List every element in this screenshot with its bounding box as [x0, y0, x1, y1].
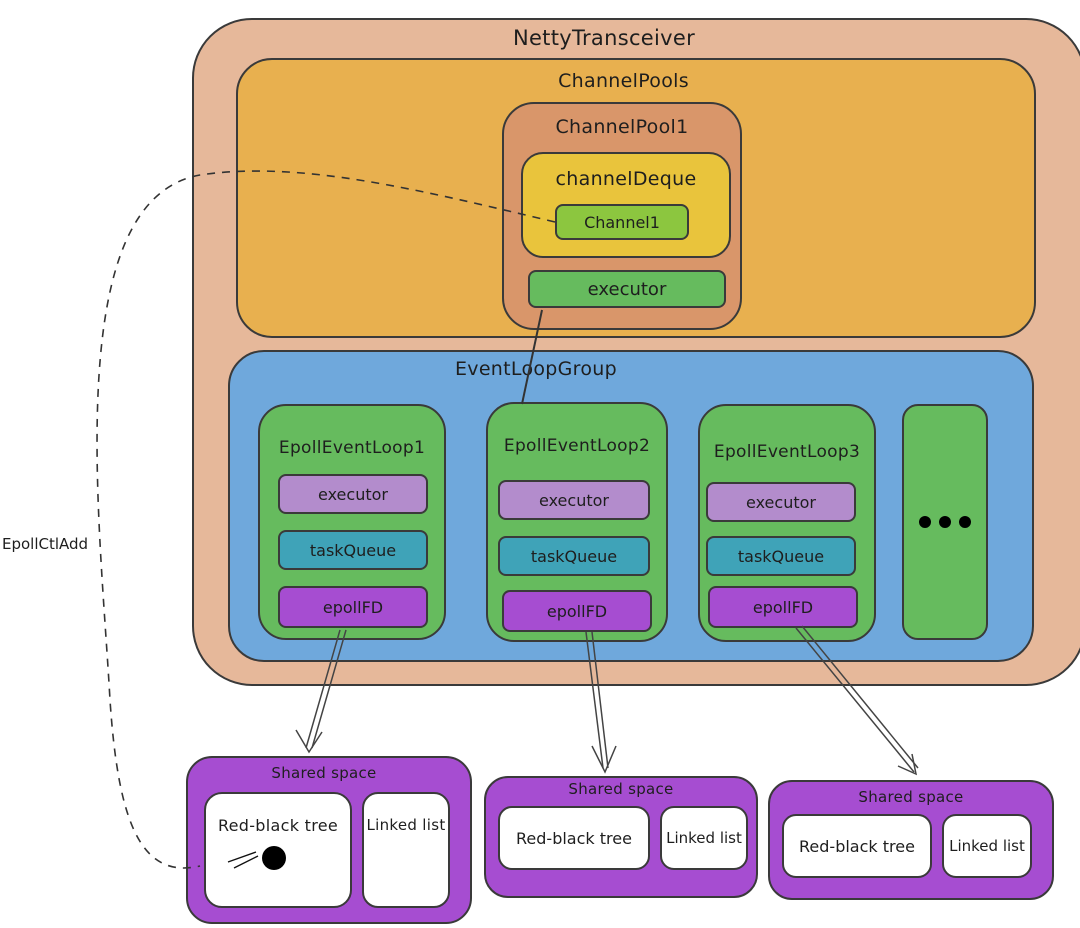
- loop-1-task-queue: taskQueue: [278, 530, 428, 570]
- loop-1-executor-label: executor: [318, 484, 388, 504]
- epoll-ctl-add-label: EpollCtlAdd: [2, 535, 89, 553]
- loop-2-epoll-fd-label: epollFD: [546, 601, 608, 621]
- epoll-event-loop-1-label: EpollEventLoop1: [278, 438, 426, 458]
- shared-space-2-list-label: Linked list: [666, 829, 742, 847]
- loop-3-executor-label: executor: [746, 492, 816, 512]
- shared-space-3-tree: Red-black tree: [782, 814, 932, 878]
- loop-1-epoll-fd-label: epollFD: [322, 597, 384, 617]
- loop-1-epoll-fd: epollFD: [278, 586, 428, 628]
- shared-space-2-tree: Red-black tree: [498, 806, 650, 870]
- shared-space-2-tree-label: Red-black tree: [516, 828, 632, 848]
- shared-space-2-label: Shared space: [568, 780, 674, 798]
- shared-space-3-list: Linked list: [942, 814, 1032, 878]
- channel-1-label: Channel1: [584, 212, 660, 232]
- loop-3-epoll-fd-label: epollFD: [752, 597, 814, 617]
- loop-3-epoll-fd: epollFD: [708, 586, 858, 628]
- event-loop-group-label: EventLoopGroup: [454, 358, 618, 380]
- loop-2-task-queue: taskQueue: [498, 536, 650, 576]
- channel-pools-label: ChannelPools: [558, 70, 689, 92]
- channel-pool-executor-label: executor: [587, 278, 667, 300]
- channel-pool-1-label: ChannelPool1: [555, 116, 689, 138]
- channel-1: Channel1: [555, 204, 689, 240]
- shared-space-3-tree-label: Red-black tree: [799, 836, 915, 856]
- node-icon: [262, 846, 286, 870]
- shared-space-1-label: Shared space: [271, 764, 377, 782]
- ellipsis-icon: [919, 516, 971, 528]
- shared-space-1-tree: Red-black tree: [204, 792, 352, 908]
- channel-pool-executor: executor: [528, 270, 726, 308]
- loop-2-executor-label: executor: [539, 490, 609, 510]
- loop-3-task-queue-label: taskQueue: [737, 546, 825, 566]
- loop-3-task-queue: taskQueue: [706, 536, 856, 576]
- loop-3-executor: executor: [706, 482, 856, 522]
- loop-1-task-queue-label: taskQueue: [309, 540, 397, 560]
- shared-space-2-list: Linked list: [660, 806, 748, 870]
- epoll-event-loop-2-label: EpollEventLoop2: [503, 436, 651, 456]
- shared-space-3-label: Shared space: [858, 788, 964, 806]
- loop-2-executor: executor: [498, 480, 650, 520]
- loop-1-executor: executor: [278, 474, 428, 514]
- shared-space-1-list: Linked list: [362, 792, 450, 908]
- shared-space-3-list-label: Linked list: [949, 837, 1025, 855]
- channel-deque-label: channelDeque: [555, 168, 697, 190]
- loop-2-task-queue-label: taskQueue: [530, 546, 618, 566]
- shared-space-1-list-label: Linked list: [366, 816, 446, 834]
- epoll-event-loop-3-label: EpollEventLoop3: [713, 442, 861, 462]
- loop-2-epoll-fd: epollFD: [502, 590, 652, 632]
- more-event-loops: [902, 404, 988, 640]
- shared-space-1-tree-label: Red-black tree: [217, 816, 339, 835]
- netty-transceiver-label: NettyTransceiver: [512, 26, 696, 50]
